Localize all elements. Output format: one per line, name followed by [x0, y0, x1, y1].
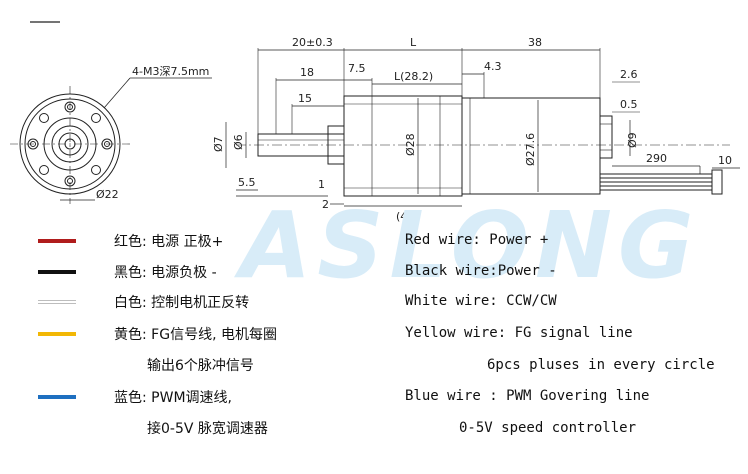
- legend-blue: 蓝色: PWM调速线,: [38, 386, 232, 408]
- dim-18: 18: [300, 66, 314, 79]
- red-cn-text: 红色: 电源 正极+: [114, 234, 224, 250]
- dim-2: 2: [322, 198, 329, 211]
- dim-phi7: Ø7: [212, 136, 225, 152]
- legend-yellow: 黄色: FG信号线, 电机每圈: [38, 323, 277, 345]
- blue-en-text-2: 0-5V speed controller: [459, 420, 637, 436]
- red-en-text: Red wire: Power +: [405, 232, 549, 248]
- dim-38: 38: [528, 36, 542, 49]
- yellow-en-text-2: 6pcs pluses in every circle: [487, 357, 715, 373]
- yellow-cn-text: 黄色: FG信号线, 电机每圈: [114, 327, 277, 343]
- blue-cn-text-2: 接0-5V 脉宽调速器: [147, 421, 268, 437]
- red-swatch: [38, 239, 76, 243]
- side-view: [225, 48, 740, 207]
- yellow-en-text: Yellow wire: FG signal line: [405, 325, 633, 341]
- dim-15: 15: [298, 92, 312, 105]
- yellow-swatch: [38, 332, 76, 336]
- yellow-cn-text-2: 输出6个脉冲信号: [147, 358, 254, 374]
- dim-L: L: [410, 36, 417, 49]
- technical-drawing: 4-M3深7.5mm Ø22: [10, 21, 740, 223]
- dim-5-5: 5.5: [238, 176, 256, 189]
- front-diameter-label: Ø22: [96, 188, 119, 201]
- white-cn-text: 白色: 控制电机正反转: [114, 295, 250, 311]
- black-en-text: Black wire:Power -: [405, 263, 557, 279]
- blue-cn-text: 蓝色: PWM调速线,: [114, 390, 232, 406]
- dim-7-5: 7.5: [348, 62, 366, 75]
- legend-red: 红色: 电源 正极+: [38, 230, 223, 252]
- dim-10: 10: [718, 154, 732, 167]
- dim-phi9: Ø9: [626, 132, 639, 148]
- dim-phi27-6: Ø27.6: [524, 133, 537, 166]
- white-swatch: [38, 300, 76, 304]
- dim-20: 20±0.3: [292, 36, 333, 49]
- dim-phi28: Ø28: [404, 133, 417, 156]
- white-en-text: White wire: CCW/CW: [405, 293, 557, 309]
- legend-white: 白色: 控制电机正反转: [38, 291, 249, 313]
- legend-black: 黑色: 电源负极 -: [38, 261, 217, 283]
- dim-2-6: 2.6: [620, 68, 638, 81]
- black-cn-text: 黑色: 电源负极 -: [114, 265, 217, 281]
- dim-4-3: 4.3: [484, 60, 502, 73]
- dim-40: (40): [396, 210, 419, 223]
- front-view: [10, 77, 212, 204]
- watermark-logo: ASLONG: [240, 192, 700, 299]
- blue-swatch: [38, 395, 76, 399]
- hole-label: 4-M3深7.5mm: [132, 65, 209, 78]
- dim-L28: L(28.2): [394, 70, 433, 83]
- dim-phi6: Ø6: [232, 134, 245, 150]
- black-swatch: [38, 270, 76, 274]
- dim-0-5: 0.5: [620, 98, 638, 111]
- dim-290: 290: [646, 152, 667, 165]
- blue-en-text: Blue wire : PWM Govering line: [405, 388, 650, 404]
- dim-1: 1: [318, 178, 325, 191]
